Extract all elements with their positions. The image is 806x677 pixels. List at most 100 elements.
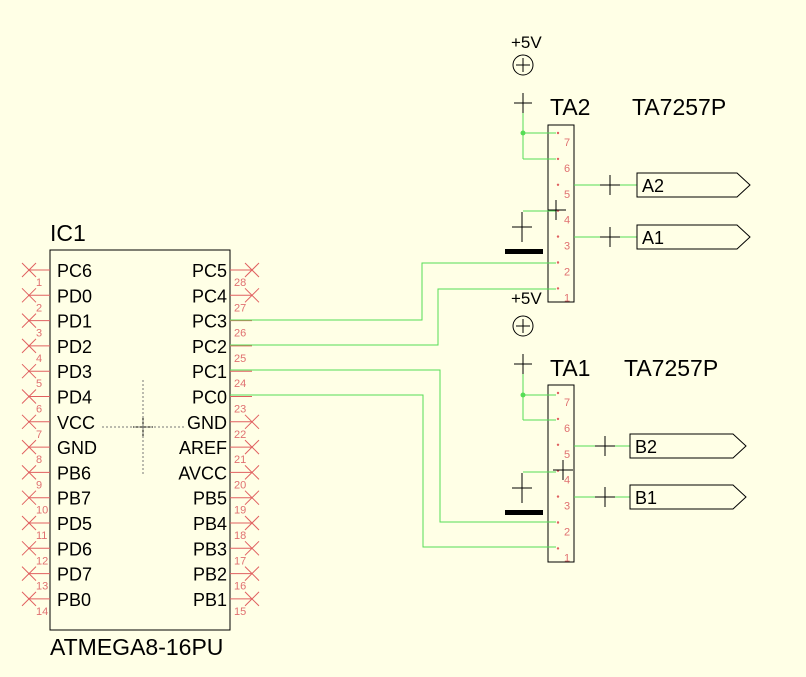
ic1-pin-8: GND 8 (21, 438, 97, 466)
port-a2 (636, 172, 751, 198)
ic1-pin-nc-b (244, 439, 260, 455)
ic1-pin-name: PC6 (57, 261, 92, 281)
ic1-pin-nc-b (21, 515, 37, 531)
driver-pin-dot (556, 547, 560, 550)
ic1-pin-name: PD1 (57, 312, 92, 332)
port-b1-label: B1 (635, 488, 657, 508)
ic1-pin-name: VCC (57, 413, 95, 433)
driver-pin-dot (556, 495, 560, 498)
ta1-ref: TA1 (550, 355, 590, 381)
ic1-pin-name: PB2 (193, 565, 227, 585)
ta1-pin-6: 6 (556, 417, 570, 435)
ta2-pin-7: 7 (556, 131, 570, 149)
ic1-pin-name: PC5 (192, 261, 227, 281)
ic1-pin-number: 4 (36, 353, 42, 365)
ic1-pin-number: 8 (36, 454, 42, 466)
ta2-pin-5: 5 (556, 183, 570, 201)
ic1-pin-number: 25 (234, 353, 246, 365)
driver-pin-number: 5 (564, 189, 570, 201)
ic1-pin-number: 12 (36, 555, 48, 567)
ic1-pin-name: PD0 (57, 286, 92, 306)
ic1-ref: IC1 (50, 220, 86, 246)
ic1-pin-nc-b (21, 313, 37, 328)
ic1-pin-name: AREF (179, 438, 227, 458)
ic1-part: ATMEGA8-16PU (50, 634, 223, 660)
ic1-pin-name: PC3 (192, 312, 227, 332)
driver-pin-dot (556, 183, 560, 186)
driver-pin-dot (556, 235, 560, 238)
ic1-pin-number: 3 (36, 328, 42, 340)
ta2-pin-3: 3 (556, 235, 570, 253)
ta2-pin-6: 6 (556, 157, 570, 175)
port-a2-label: A2 (642, 176, 664, 196)
ic1-pin-name: PC4 (192, 286, 227, 306)
ta2-body (547, 124, 575, 303)
ic1-pin-nc-b (244, 414, 260, 430)
ic1-pin-number: 7 (36, 429, 42, 441)
ic1-left-pins: PC61PD02PD13PD24PD35PD46VCC7GND8PB69PB71… (21, 261, 97, 618)
ic1-pin-nc-b (244, 287, 260, 303)
driver-pin-number: 7 (564, 397, 570, 409)
ta1-pin-7: 7 (556, 391, 570, 409)
net-pc1-ta1-pin2 (230, 369, 556, 523)
ic1-pin-name: PC0 (192, 388, 227, 408)
driver-pin-number: 1 (564, 292, 570, 304)
ic1-pin-name: PB0 (57, 590, 91, 610)
ic1-pin-number: 10 (36, 505, 48, 517)
ic1-pin-name: PC2 (192, 337, 227, 357)
ic1-pin-3: PD1 3 (21, 312, 92, 340)
port-a1-label: A1 (642, 228, 664, 248)
driver-pin-dot (556, 521, 560, 524)
ic1-pin-name: PB1 (193, 590, 227, 610)
ic1-pin-number: 13 (36, 581, 48, 593)
ic1-pin-name: PB3 (193, 539, 227, 559)
driver-pin-number: 6 (564, 163, 570, 175)
ta1-supply-label: +5V (511, 289, 542, 308)
ic1-pin-number: 14 (36, 606, 48, 618)
ic1-pin-number: 22 (234, 429, 246, 441)
ta1-body (547, 384, 575, 563)
ic1-pin-nc-b (21, 414, 37, 430)
ic1-pin-nc-b (244, 540, 260, 556)
ic1-pin-nc-b (244, 566, 260, 581)
ta2-supply-symbol (512, 54, 534, 76)
ta1-pin-1: 1 (556, 547, 570, 564)
ic1-pin-nc-b (244, 465, 260, 480)
ic1-pin-name: GND (57, 438, 97, 458)
ic1-pin-name: PD4 (57, 388, 92, 408)
ic1-pin-name: PD5 (57, 514, 92, 534)
driver-pin-number: 1 (564, 552, 570, 564)
ic1-pin-number: 2 (36, 302, 42, 314)
ic1-pin-nc-b (21, 465, 37, 480)
ic1-right-pins: PC528PC427PC326PC225PC124PC023GND22AREF2… (178, 261, 260, 618)
ta2-pin-1: 1 (556, 287, 570, 304)
driver-pin-dot (556, 157, 560, 161)
driver-pin-number: 3 (564, 501, 570, 513)
driver-pin-number: 2 (564, 267, 570, 279)
driver-pin-dot (556, 417, 560, 421)
ta2-pin-2: 2 (556, 261, 570, 279)
ta2-supply-label: +5V (511, 33, 542, 52)
net-pc2-ta2-pin1 (230, 288, 556, 346)
port-a1 (636, 224, 751, 250)
ta2-ref: TA2 (550, 94, 590, 120)
ic1-pin-nc-b (21, 262, 37, 278)
ic1-pin-7: VCC 7 (21, 413, 95, 441)
net-pc3-ta2-pin2 (230, 262, 556, 321)
ta1-ground-symbol (505, 510, 543, 515)
ic1-pin-14: PB0 14 (21, 590, 91, 618)
